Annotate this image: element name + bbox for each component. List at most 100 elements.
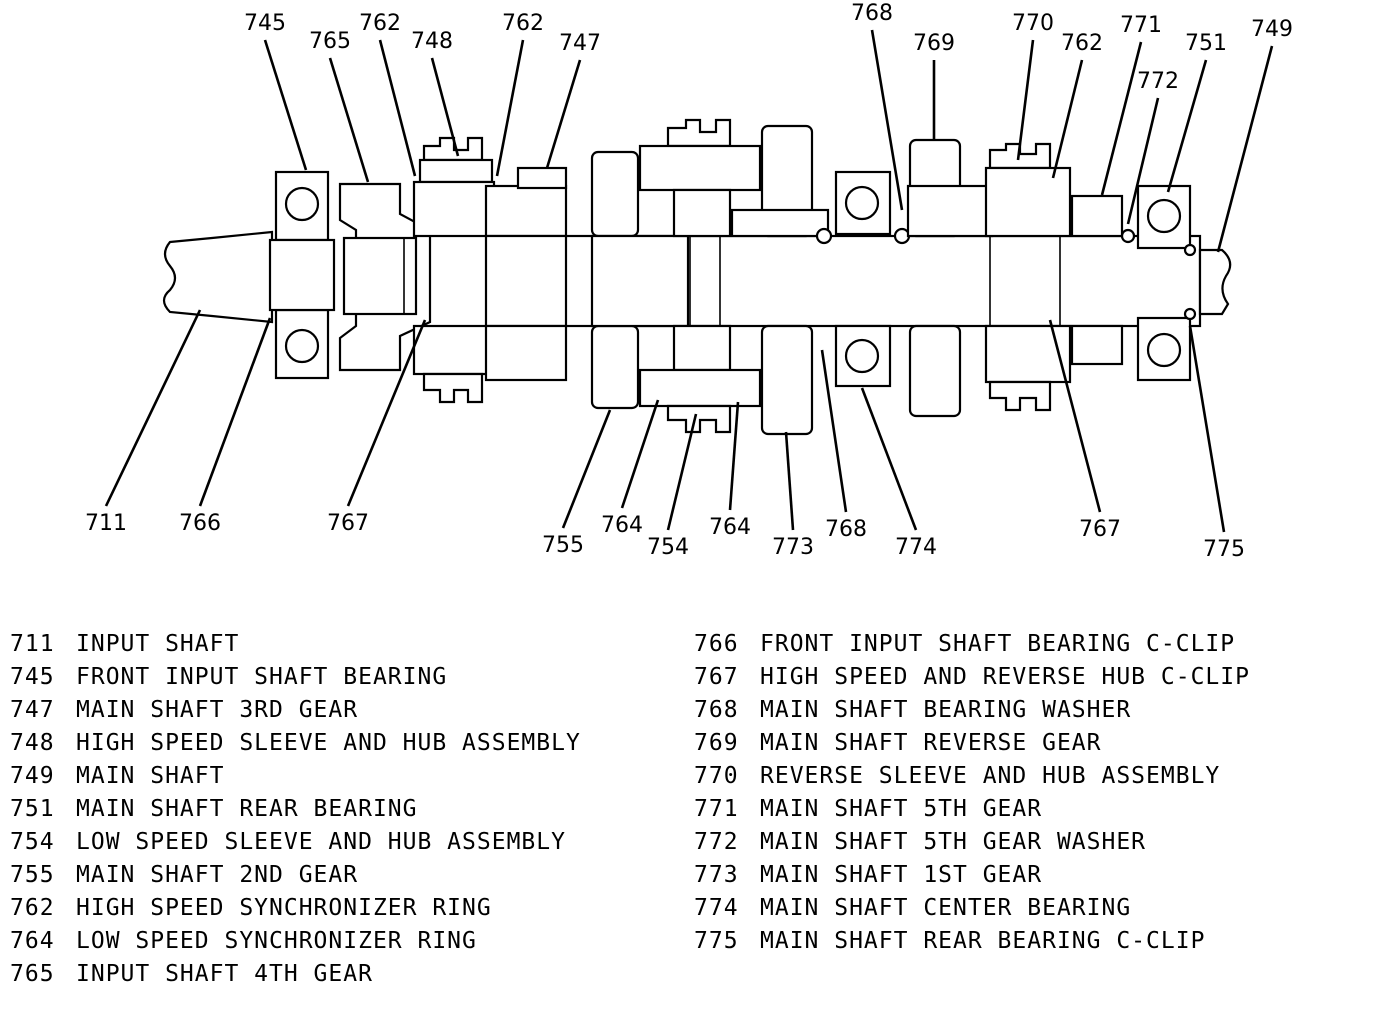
leader-line-762 (378, 39, 417, 177)
legend-description: MAIN SHAFT 1ST GEAR (760, 862, 1043, 888)
leader-line-767 (1048, 319, 1102, 513)
legend-code: 770 (694, 763, 739, 789)
legend-description: HIGH SPEED SYNCHRONIZER RING (76, 895, 492, 921)
callout-764: 764 (709, 515, 751, 540)
leader-line-766 (198, 317, 272, 507)
legend-code: 754 (10, 829, 55, 855)
main-shaft-tail (1198, 248, 1232, 316)
leader-line-765 (328, 57, 370, 183)
legend-code: 768 (694, 697, 739, 723)
leader-line-774 (860, 387, 918, 531)
legend-item-772: 772 MAIN SHAFT 5TH GEAR WASHER (694, 826, 1250, 859)
callout-labels: 7457657627487627477687697707627717517727… (85, 1, 1293, 562)
leader-line-754 (666, 413, 698, 531)
main-shaft-1st-gear (730, 124, 830, 436)
legend-item-766: 766 FRONT INPUT SHAFT BEARING C-CLIP (694, 628, 1250, 661)
legend-description: MAIN SHAFT 5TH GEAR (760, 796, 1043, 822)
legend-code: 745 (10, 664, 55, 690)
leader-lines (104, 29, 1274, 533)
legend-right-column: 766 FRONT INPUT SHAFT BEARING C-CLIP 767 HI… (694, 628, 1250, 958)
legend-description: FRONT INPUT SHAFT BEARING (76, 664, 448, 690)
legend-item-767: 767 HIGH SPEED AND REVERSE HUB C-CLIP (694, 661, 1250, 694)
legend-code: 764 (10, 928, 55, 954)
leader-line-748 (430, 57, 460, 157)
legend-item-769: 769 MAIN SHAFT REVERSE GEAR (694, 727, 1250, 760)
leader-line-767 (346, 319, 427, 507)
callout-762: 762 (359, 11, 401, 36)
legend-code: 767 (694, 664, 739, 690)
callout-749: 749 (1251, 17, 1293, 42)
legend-description: MAIN SHAFT 5TH GEAR WASHER (760, 829, 1147, 855)
legend-description: REVERSE SLEEVE AND HUB ASSEMBLY (760, 763, 1221, 789)
legend-code: 755 (10, 862, 55, 888)
callout-754: 754 (647, 535, 689, 560)
legend-description: LOW SPEED SYNCHRONIZER RING (76, 928, 477, 954)
legend-description: INPUT SHAFT 4TH GEAR (76, 961, 373, 987)
leader-line-764 (728, 401, 740, 511)
leader-line-772 (1126, 97, 1160, 225)
legend-description: MAIN SHAFT 2ND GEAR (76, 862, 359, 888)
legend-item-711: 711 INPUT SHAFT (10, 628, 581, 661)
leader-line-751 (1166, 59, 1208, 193)
legend-code: 749 (10, 763, 55, 789)
main-shaft-rear-bearing (1136, 184, 1197, 382)
callout-764: 764 (601, 513, 643, 538)
callout-711: 711 (85, 511, 127, 536)
legend-code: 762 (10, 895, 55, 921)
callout-768: 768 (851, 1, 893, 26)
legend-code: 751 (10, 796, 55, 822)
legend-item-762: 762 HIGH SPEED SYNCHRONIZER RING (10, 892, 581, 925)
legend-item-770: 770 REVERSE SLEEVE AND HUB ASSEMBLY (694, 760, 1250, 793)
legend-code: 748 (10, 730, 55, 756)
legend-item-764: 764 LOW SPEED SYNCHRONIZER RING (10, 925, 581, 958)
callout-772: 772 (1137, 69, 1179, 94)
leader-line-711 (104, 309, 202, 507)
reverse-sleeve-hub (984, 142, 1072, 412)
main-shaft-reverse-gear (906, 138, 994, 418)
legend-description: FRONT INPUT SHAFT BEARING C-CLIP (760, 631, 1236, 657)
callout-762: 762 (502, 11, 544, 36)
leader-line-749 (1216, 45, 1274, 253)
leader-line-773 (784, 431, 795, 531)
callout-774: 774 (895, 535, 937, 560)
low-speed-sleeve-hub (638, 118, 762, 434)
callout-747: 747 (559, 31, 601, 56)
callout-775: 775 (1203, 537, 1245, 562)
callout-771: 771 (1120, 13, 1162, 38)
callout-766: 766 (179, 511, 221, 536)
legend-item-745: 745 FRONT INPUT SHAFT BEARING (10, 661, 581, 694)
legend-code: 774 (694, 895, 739, 921)
legend-description: MAIN SHAFT (76, 763, 225, 789)
leader-line-755 (561, 409, 612, 529)
leader-line-770 (1016, 39, 1035, 161)
transmission-shaft-diagram: 7457657627487627477687697707627717517727… (85, 1, 1293, 562)
leader-line-747 (545, 59, 582, 169)
legend-item-755: 755 MAIN SHAFT 2ND GEAR (10, 859, 581, 892)
legend-code: 766 (694, 631, 739, 657)
legend-description: MAIN SHAFT 3RD GEAR (76, 697, 359, 723)
legend-item-749: 749 MAIN SHAFT (10, 760, 581, 793)
main-shaft-3rd-gear (484, 166, 568, 382)
main-shaft-5th-gear (1070, 194, 1136, 366)
callout-767: 767 (327, 511, 369, 536)
legend-left-column: 711 INPUT SHAFT 745 FRONT INPUT SHAFT BEARI… (10, 628, 581, 991)
callout-768: 768 (825, 517, 867, 542)
legend-code: 771 (694, 796, 739, 822)
legend-code: 711 (10, 631, 55, 657)
input-shaft (162, 230, 274, 324)
callout-748: 748 (411, 29, 453, 54)
legend-description: MAIN SHAFT REVERSE GEAR (760, 730, 1102, 756)
callout-769: 769 (913, 31, 955, 56)
leader-line-771 (1100, 41, 1143, 196)
legend-description: INPUT SHAFT (76, 631, 240, 657)
legend-description: MAIN SHAFT REAR BEARING C-CLIP (760, 928, 1206, 954)
leader-line-768 (820, 349, 848, 513)
legend-code: 772 (694, 829, 739, 855)
legend-code: 769 (694, 730, 739, 756)
legend-description: HIGH SPEED AND REVERSE HUB C-CLIP (760, 664, 1250, 690)
